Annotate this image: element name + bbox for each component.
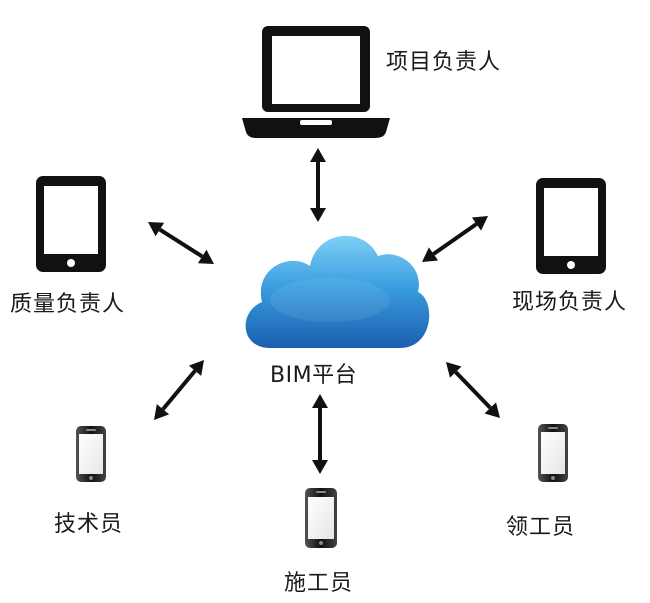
label-site-manager: 现场负责人 (512, 290, 628, 315)
arrow-head (148, 222, 165, 237)
tablet-icon-left (36, 176, 106, 272)
arrow-head (310, 148, 326, 162)
label-technician: 技术员 (54, 512, 124, 537)
arrow-quality-manager (148, 222, 214, 264)
arrow-shaft (454, 370, 492, 410)
arrow-head (446, 362, 462, 378)
label-project-manager: 项目负责人 (386, 50, 502, 75)
arrow-head (312, 394, 328, 408)
phone-icon-constructor (305, 488, 337, 548)
connection-arrows (148, 148, 500, 474)
label-quality-manager: 质量负责人 (10, 292, 126, 317)
hub-label: BIM平台 (270, 363, 358, 388)
arrow-head (422, 247, 439, 262)
arrow-shaft (432, 222, 478, 256)
arrow-head (188, 360, 204, 376)
arrow-head (154, 404, 170, 420)
arrow-project-manager (310, 148, 326, 222)
label-foreman: 领工员 (506, 515, 576, 540)
arrow-shaft (161, 369, 197, 411)
phone-icon-technician (76, 426, 106, 482)
label-constructor: 施工员 (284, 571, 354, 596)
arrow-technician (154, 360, 204, 420)
arrow-head (310, 208, 326, 222)
arrow-site-manager (422, 216, 488, 262)
arrow-head (471, 216, 488, 231)
phone-icon-foreman (538, 424, 568, 482)
laptop-icon (242, 26, 390, 138)
tablet-icon-right (536, 178, 606, 274)
arrow-foreman (446, 362, 500, 418)
cloud-icon (245, 235, 430, 348)
arrow-constructor (312, 394, 328, 474)
arrow-head (197, 249, 214, 264)
arrow-head (312, 460, 328, 474)
arrow-head (484, 402, 500, 418)
arrow-shaft (158, 227, 204, 259)
